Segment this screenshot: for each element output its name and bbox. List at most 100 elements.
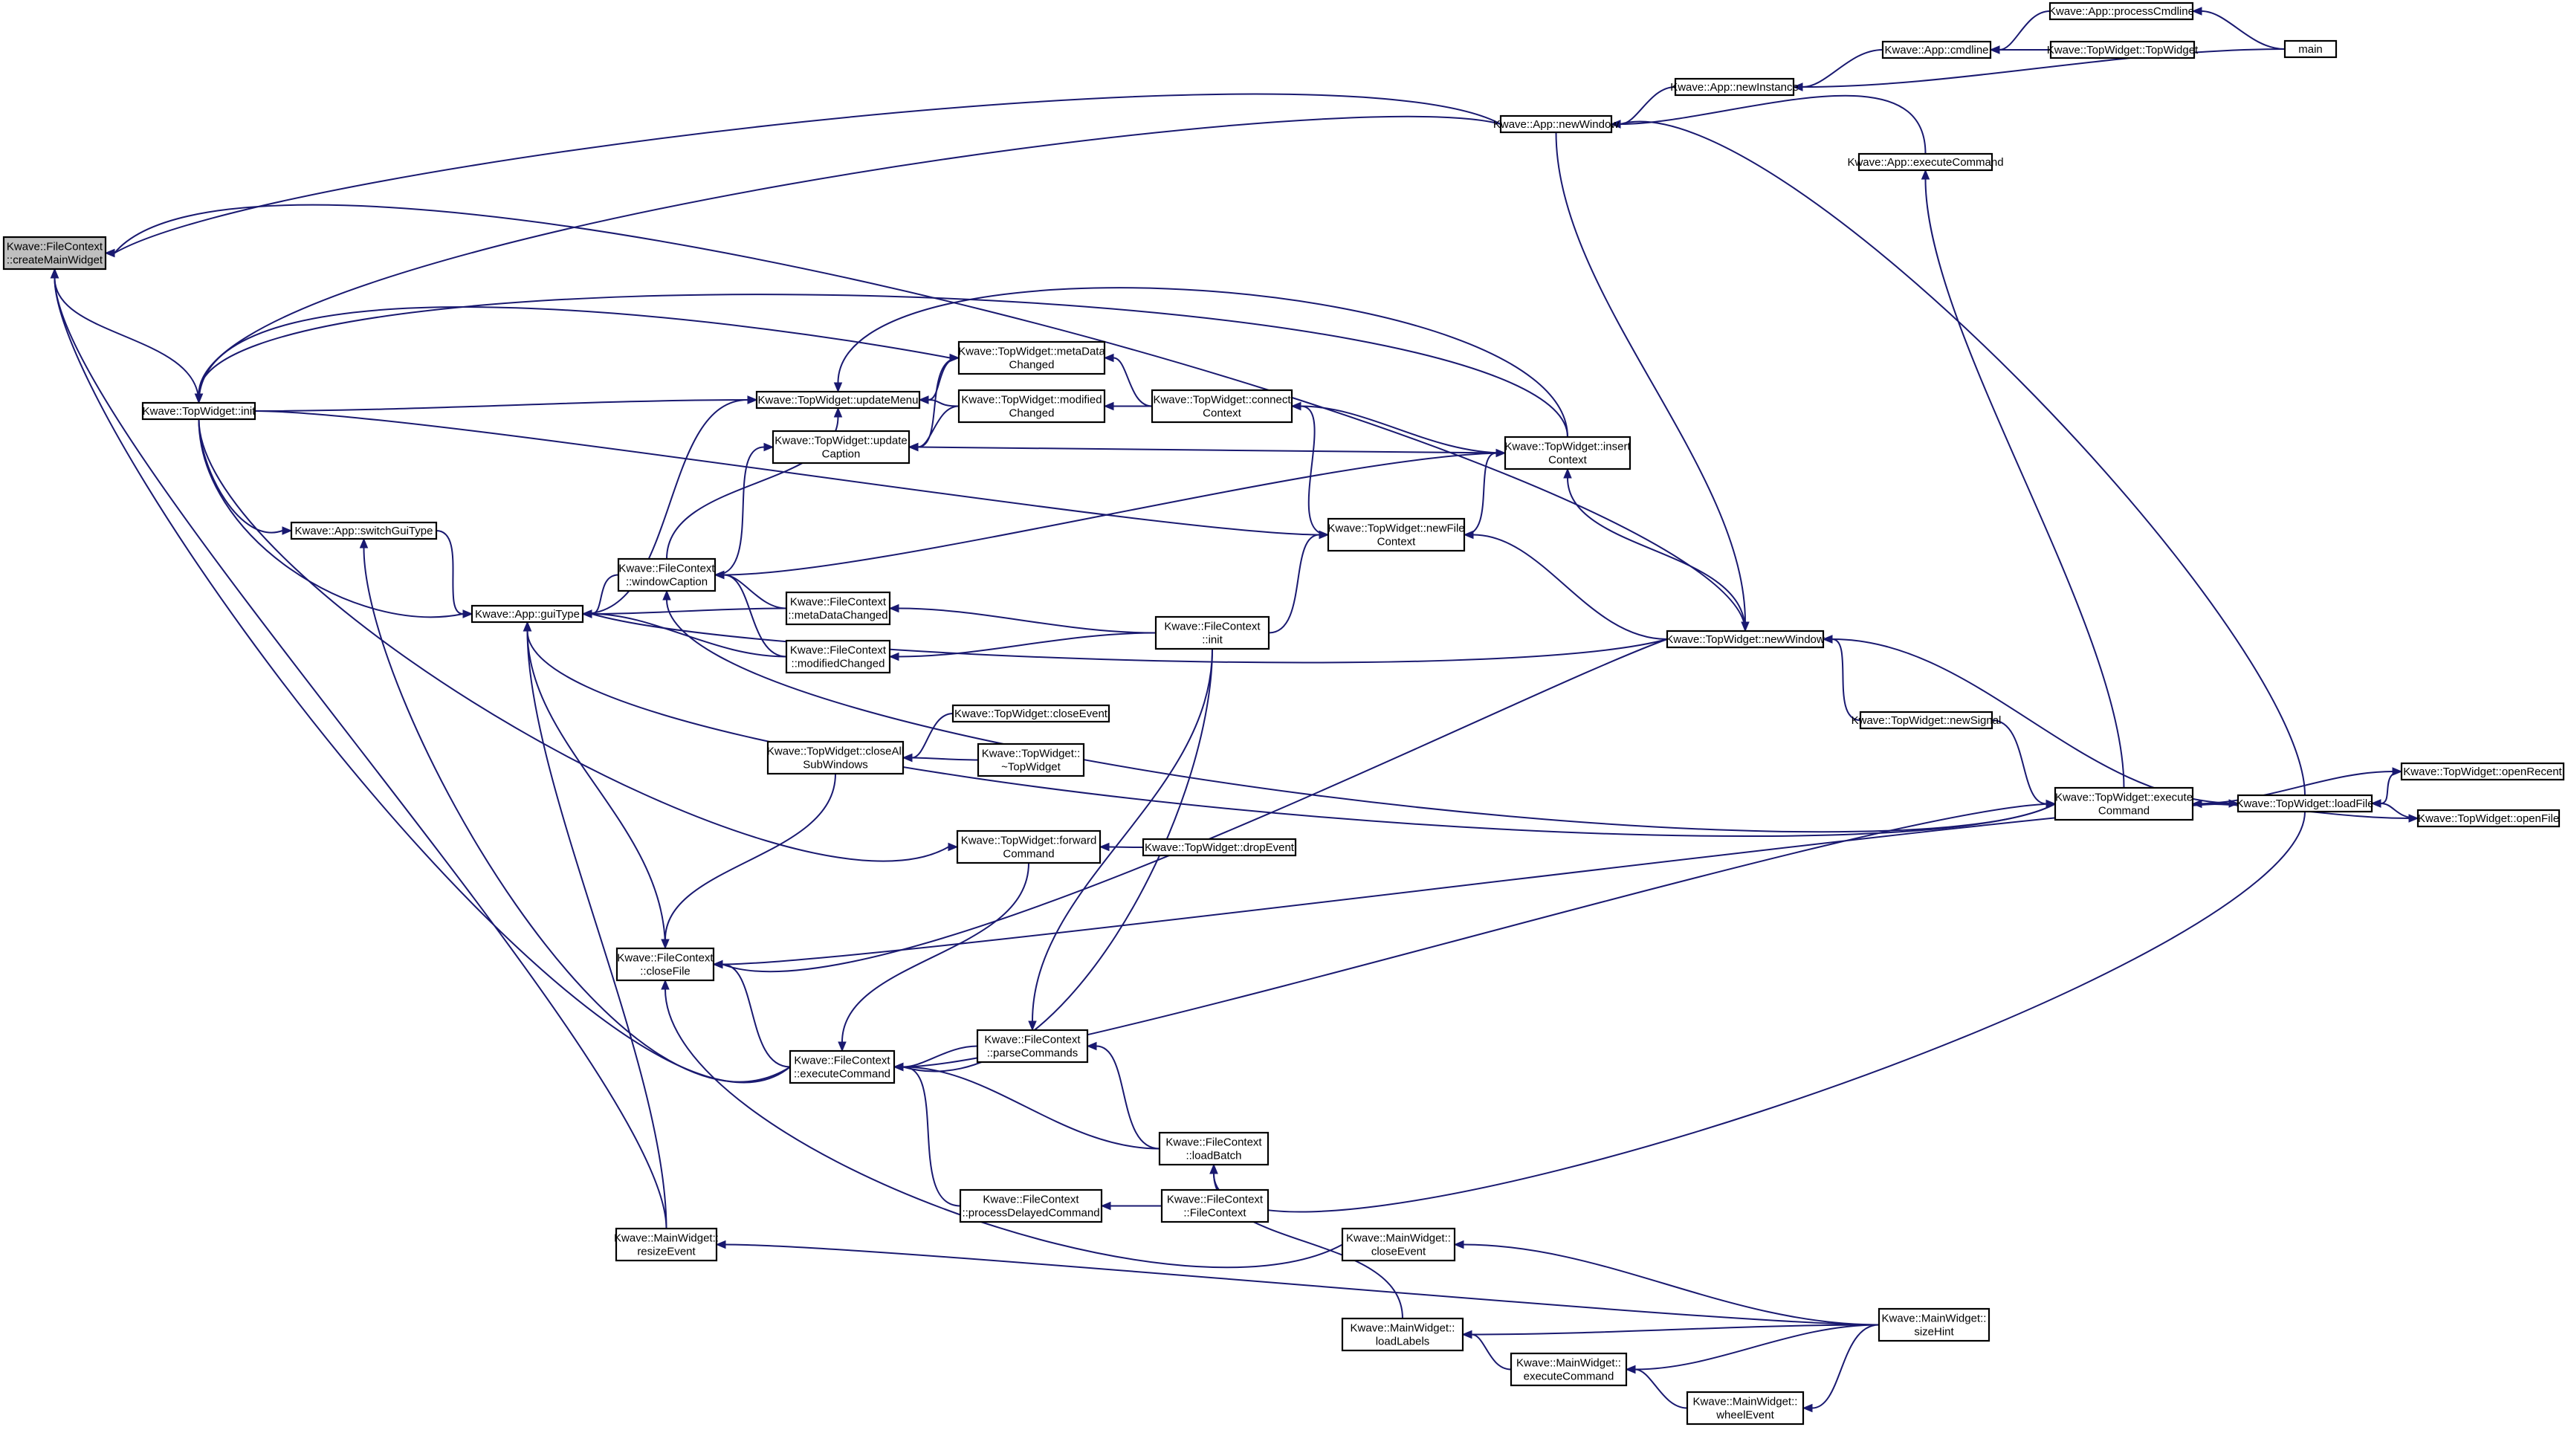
edge-line: [2380, 771, 2402, 804]
node-label: Kwave::FileContext: [790, 644, 887, 657]
node-label: ::parseCommands: [987, 1047, 1078, 1060]
function-node[interactable]: Kwave::MainWidget::wheelEvent: [1686, 1391, 1805, 1426]
call-edge: [893, 1062, 961, 1207]
function-node[interactable]: Kwave::TopWidget::newWindow: [1666, 630, 1825, 649]
arrowhead-icon: [1099, 842, 1110, 852]
edge-line: [54, 277, 200, 404]
node-label: Command: [1003, 848, 1054, 861]
function-node[interactable]: Kwave::App::guiType: [470, 604, 584, 624]
call-edge: [436, 530, 473, 618]
function-node[interactable]: Kwave::TopWidget::executeCommand: [2054, 786, 2194, 821]
function-node[interactable]: Kwave::MainWidget::executeCommand: [1510, 1352, 1628, 1387]
call-edge: [1461, 1330, 1512, 1371]
function-node[interactable]: Kwave::App::switchGuiType: [290, 521, 438, 540]
edge-line: [837, 287, 1568, 438]
function-node[interactable]: Kwave::FileContext::processDelayedComman…: [959, 1188, 1103, 1223]
function-node[interactable]: Kwave::MainWidget::loadLabels: [1341, 1317, 1464, 1352]
call-edge: [1625, 1324, 1880, 1374]
function-node[interactable]: Kwave::App::processCmdline: [2048, 1, 2194, 21]
function-node[interactable]: Kwave::App::newWindow: [1493, 114, 1619, 134]
edge-line: [591, 613, 1668, 664]
edge-line: [1472, 534, 1668, 640]
edge-line: [1464, 452, 1497, 536]
function-node[interactable]: Kwave::FileContext::FileContext: [1160, 1188, 1270, 1223]
node-label: ::FileContext: [1183, 1207, 1246, 1220]
node-label: Kwave::FileContext: [794, 1055, 890, 1067]
edge-line: [1802, 48, 2286, 88]
call-edge: [662, 589, 2056, 833]
function-node[interactable]: Kwave::TopWidget::openFile: [2416, 809, 2561, 828]
function-node[interactable]: Kwave::App::executeCommand: [1847, 152, 2004, 172]
edge-line: [1032, 648, 1213, 1022]
call-edge: [1290, 401, 1329, 536]
function-node[interactable]: Kwave::FileContext::loadBatch: [1158, 1131, 1270, 1166]
function-node[interactable]: Kwave::TopWidget::dropEvent: [1142, 838, 1297, 857]
node-label: Kwave::TopWidget::newWindow: [1666, 633, 1825, 646]
function-node[interactable]: main: [2283, 39, 2338, 59]
node-label: Kwave::App::executeCommand: [1847, 156, 2003, 169]
call-edge: [198, 306, 960, 404]
call-edge: [1792, 48, 2286, 91]
call-edge: [1268, 530, 1330, 634]
function-node[interactable]: Kwave::MainWidget::closeEvent: [1341, 1227, 1456, 1262]
node-label: Kwave::FileContext: [617, 952, 714, 965]
node-label: Kwave::App::guiType: [475, 608, 580, 621]
edge-line: [1567, 477, 1746, 632]
edge-line: [582, 399, 748, 615]
function-node[interactable]: Kwave::FileContext::modifiedChanged: [785, 639, 891, 674]
node-box: [1881, 40, 1992, 59]
node-label: Context: [1203, 407, 1242, 420]
function-node[interactable]: Kwave::FileContext::metaDataChanged: [785, 591, 891, 626]
edge-line: [114, 93, 1501, 254]
edge-line: [1471, 1333, 1512, 1371]
node-label: Kwave::TopWidget::init: [143, 405, 256, 418]
node-box: [1142, 838, 1297, 857]
node-box: [785, 591, 891, 626]
call-edge: [712, 960, 791, 1068]
node-box: [1499, 114, 1613, 134]
function-node[interactable]: Kwave::FileContext::windowCaption: [617, 557, 717, 592]
function-node[interactable]: Kwave::App::newInstance: [1670, 77, 1799, 97]
node-label: Kwave::TopWidget::insert: [1504, 441, 1631, 453]
edge-line: [917, 446, 1506, 454]
function-node[interactable]: Kwave::TopWidget::modifiedChanged: [957, 389, 1106, 424]
function-node[interactable]: Kwave::TopWidget::TopWidget: [2047, 40, 2199, 59]
function-node[interactable]: Kwave::FileContext::executeCommand: [789, 1049, 896, 1084]
function-node[interactable]: Kwave::TopWidget::updateMenu: [755, 390, 921, 410]
node-label: Kwave::TopWidget::modified: [961, 394, 1102, 407]
arrowhead-icon: [888, 652, 899, 661]
function-node[interactable]: Kwave::TopWidget::openRecent: [2400, 762, 2565, 781]
node-box: [957, 340, 1106, 375]
arrowhead-icon: [747, 395, 758, 404]
function-node[interactable]: Kwave::TopWidget::metaDataChanged: [957, 340, 1106, 375]
function-node[interactable]: Kwave::TopWidget::loadFile: [2236, 794, 2374, 813]
function-node[interactable]: Kwave::FileContext::closeFile: [615, 947, 715, 982]
call-edge: [1209, 811, 2306, 1213]
function-node[interactable]: Kwave::TopWidget::closeEvent: [951, 704, 1110, 723]
node-box: [2283, 39, 2338, 59]
function-node[interactable]: Kwave::FileContext::parseCommands: [976, 1029, 1089, 1064]
function-node[interactable]: Kwave::MainWidget::resizeEvent: [614, 1227, 719, 1262]
function-node[interactable]: Kwave::FileContext::init: [1154, 615, 1270, 650]
node-label: Kwave::FileContext: [983, 1194, 1079, 1206]
function-node[interactable]: Kwave::TopWidget::init: [141, 401, 256, 421]
edge-line: [1300, 405, 1329, 536]
edge-line: [526, 630, 666, 949]
node-label: wheelEvent: [1715, 1409, 1774, 1422]
node-label: Kwave::TopWidget::metaData: [958, 346, 1105, 358]
root-node[interactable]: Kwave::FileContext::createMainWidget: [2, 236, 107, 271]
node-box: [2048, 1, 2194, 21]
function-node[interactable]: Kwave::App::cmdline: [1881, 40, 1992, 59]
call-edge: [833, 287, 1568, 438]
edge-line: [436, 530, 464, 615]
node-box: [1158, 1131, 1270, 1166]
function-node[interactable]: Kwave::TopWidget::~TopWidget: [977, 742, 1085, 777]
function-node[interactable]: Kwave::TopWidget::newSignal: [1852, 711, 2002, 730]
function-node[interactable]: Kwave::MainWidget::sizeHint: [1878, 1307, 1990, 1342]
